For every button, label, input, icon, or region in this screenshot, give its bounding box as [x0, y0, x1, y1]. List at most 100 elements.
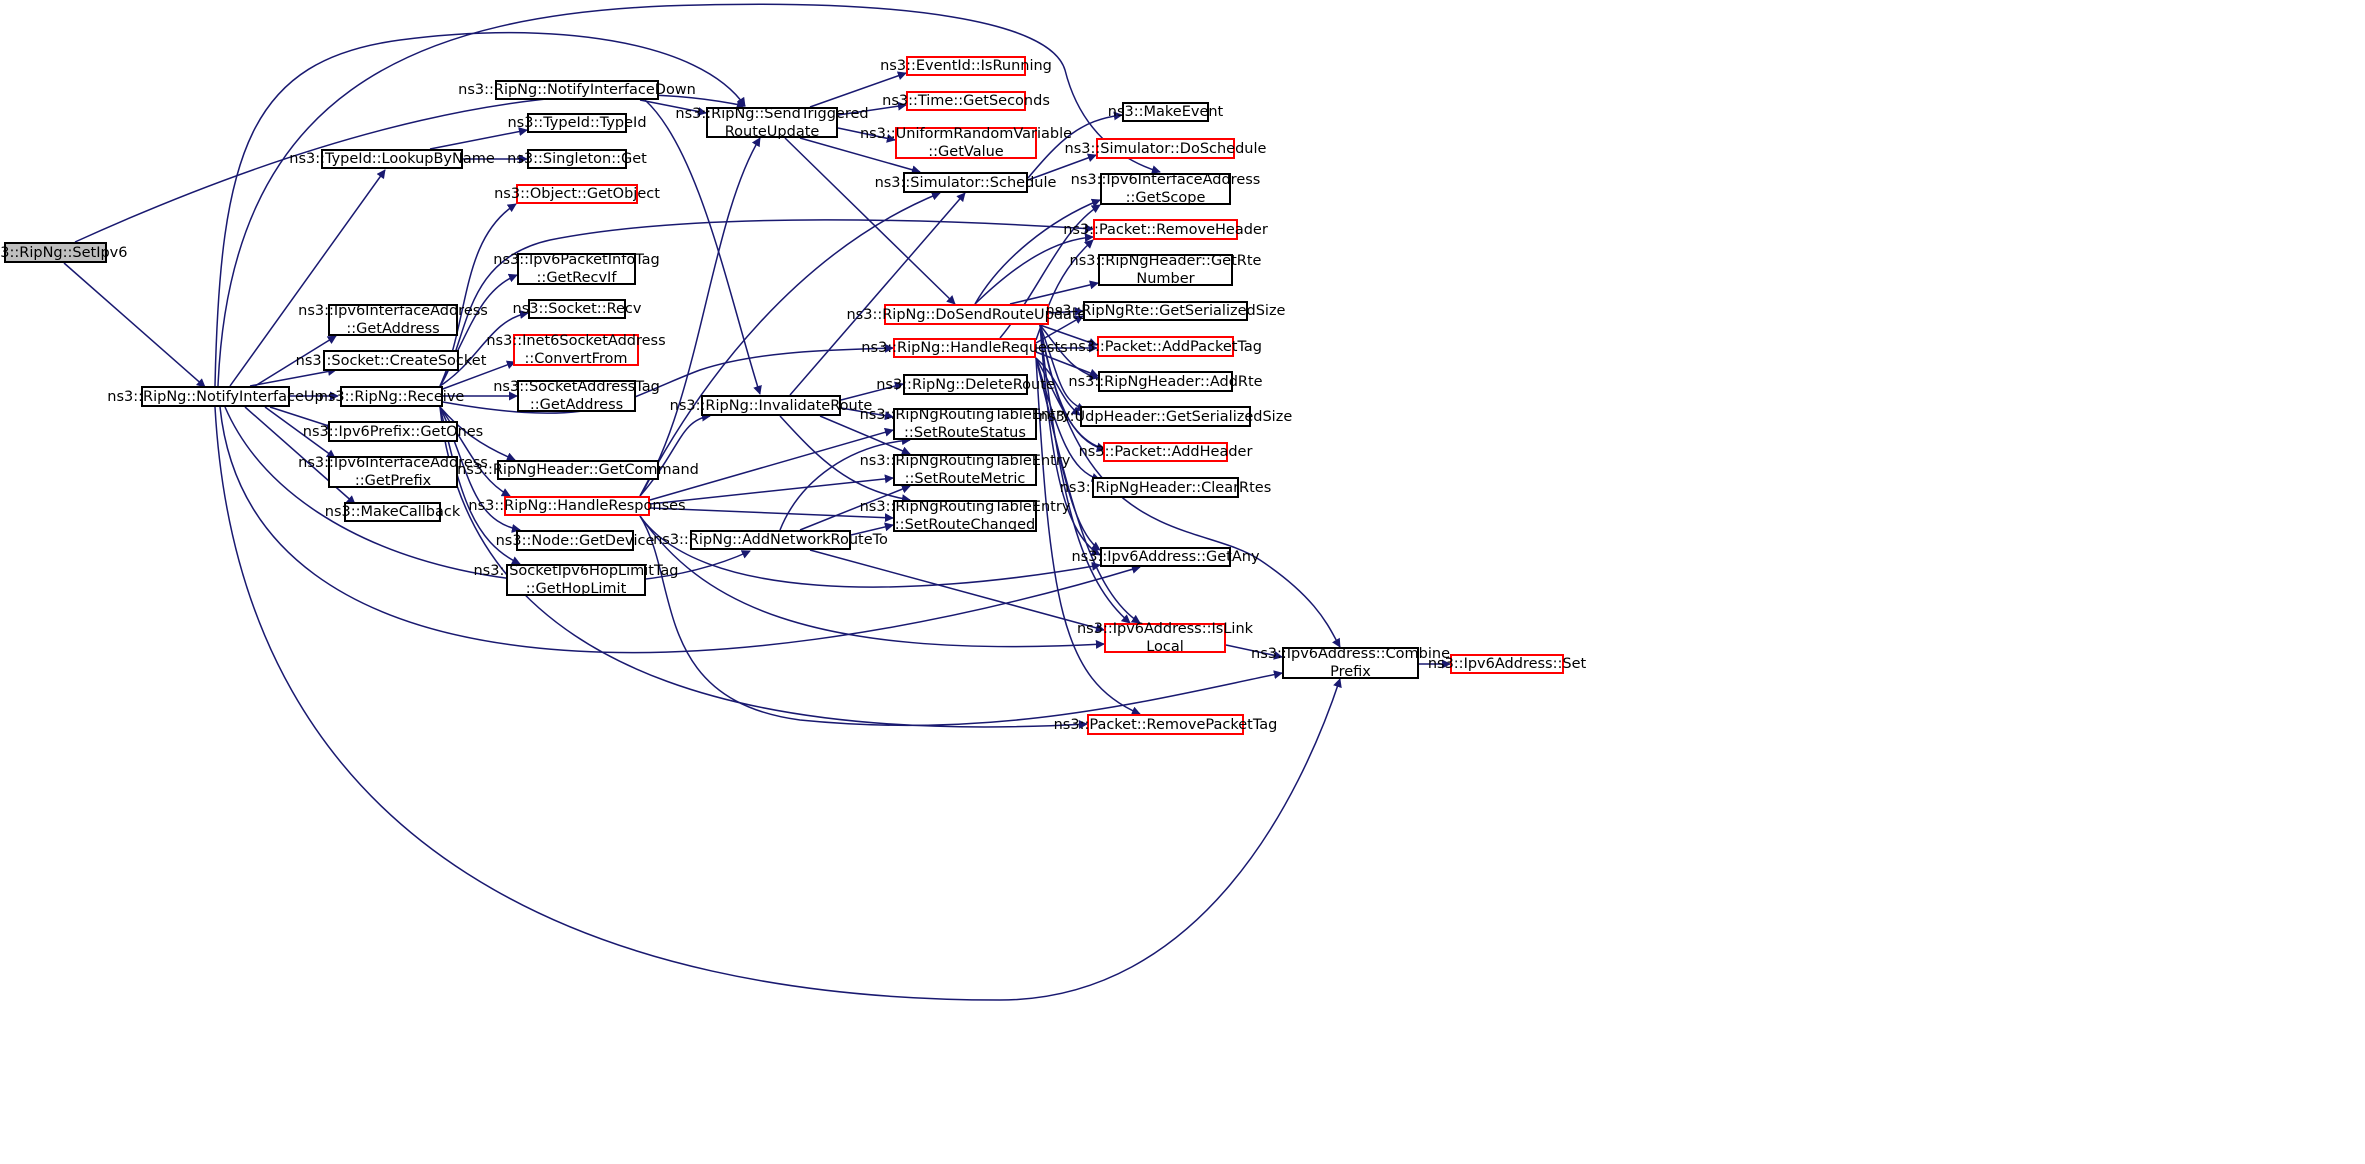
edge-notifyup-ipv6addr_combineprefix [214, 406, 1342, 1001]
node-time-getseconds[interactable]: ns3::Time::GetSeconds [882, 91, 1050, 111]
edge-notifydown-invalidateroute [644, 99, 762, 395]
node-socket-recv[interactable]: ns3::Socket::Recv [512, 299, 642, 319]
edge-handleresponses-setroutemetric [649, 474, 894, 505]
edge-dosendrouteupdate-ripngrte_getsersize [1048, 306, 1084, 316]
node-ipv6address-getany[interactable]: ns3::Ipv6Address::GetAny [1071, 547, 1260, 567]
node-makecallback[interactable]: ns3::MakeCallback [324, 502, 461, 522]
edge-handleresponses-sim_schedule [639, 191, 941, 497]
edge-sendtriggered-eventid_isrunning [809, 71, 907, 108]
edge-receive-packet_removepackettag [439, 406, 1088, 729]
node-ripngheader-addrte[interactable]: ns3::RipNgHeader::AddRte [1068, 371, 1263, 392]
edge-sendtriggered-sim_schedule [799, 137, 921, 175]
node-simulator-doschedule[interactable]: ns3::Simulator::DoSchedule [1065, 138, 1266, 159]
node-typeid-lookupbyname[interactable]: ns3::TypeId::LookupByName [289, 149, 495, 169]
node-socketaddresstag-getaddress[interactable]: ns3::SocketAddressTag ::GetAddress [493, 379, 660, 413]
node-ipv6address-combineprefix[interactable]: ns3::Ipv6Address::Combine Prefix [1251, 646, 1451, 680]
node-ripngroutingtableentry-setroutestatus[interactable]: ns3::RipNgRoutingTableEntry ::SetRouteSt… [859, 407, 1071, 441]
edge-handleresponses-invalidateroute [639, 412, 711, 497]
node-uniformrandomvariable-getvalue[interactable]: ns3::UniformRandomVariable ::GetValue [859, 126, 1073, 160]
edge-receive-handlerequests [442, 343, 894, 414]
node-socket-createsocket[interactable]: ns3::Socket::CreateSocket [296, 350, 486, 371]
node-inet6socketaddress-convertfrom[interactable]: ns3::Inet6SocketAddress ::ConvertFrom [486, 333, 666, 367]
node-packet-removepackettag[interactable]: ns3::Packet::RemovePacketTag [1054, 714, 1277, 735]
node-ripng-sendtriggeredrouteupdate[interactable]: ns3::RipNg::SendTriggered RouteUpdate [675, 105, 869, 140]
edge-invalidateroute-setroutechanged [779, 415, 911, 504]
node-makeevent[interactable]: ns3::MakeEvent [1107, 102, 1224, 122]
node-ipv6interfaceaddress-getaddress[interactable]: ns3::Ipv6InterfaceAddress ::GetAddress [298, 303, 488, 337]
edge-receive-socket_recv [439, 310, 529, 387]
edge-invalidateroute-setroutestatus [840, 407, 894, 421]
node-ipv6prefix-getones[interactable]: ns3::Ipv6Prefix::GetOnes [303, 421, 483, 442]
node-ipv6interfaceaddress-getscope[interactable]: ns3::Ipv6InterfaceAddress ::GetScope [1070, 172, 1261, 206]
node-ripng-invalidateroute[interactable]: ns3::RipNg::InvalidateRoute [670, 395, 872, 416]
node-eventid-isrunning[interactable]: ns3::EventId::IsRunning [880, 56, 1052, 76]
edge-dosendrouteupdate-ipv6addr_islinklocal [1039, 324, 1131, 624]
node-ripngheader-getrtenumber[interactable]: ns3::RipNgHeader::GetRte Number [1069, 253, 1262, 287]
node-ripng-dosendrouteupdate[interactable]: ns3::RipNg::DoSendRouteUpdate [846, 304, 1087, 325]
node-ripng-notifyinterfacedown[interactable]: ns3::RipNg::NotifyInterfaceDown [458, 80, 696, 100]
node-udpheader-getserializedsize[interactable]: ns3::UdpHeader::GetSerializedSize [1039, 406, 1292, 427]
node-packet-addheader[interactable]: ns3::Packet::AddHeader [1078, 442, 1253, 462]
node-node-getdevice[interactable]: ns3::Node::GetDevice [496, 530, 654, 551]
edge-receive-ripnghdr_getcommand [439, 406, 516, 461]
edge-addnetworkroute-ipv6addr_islinklocal [809, 549, 1105, 633]
edge-invalidateroute-setroutemetric [819, 415, 911, 455]
edge-handlerequests-udphdr_getsersize [1035, 357, 1081, 416]
node-ripng-deleteroute[interactable]: ns3::RipNg::DeleteRoute [876, 374, 1055, 395]
edge-handleresponses-ipv6addr_getany [639, 515, 1101, 588]
edge-notifyup-addnetworkroute [224, 406, 751, 584]
edge-handlerequests-ripnghdr_clearrtes [1035, 357, 1101, 482]
edge-dosendrouteupdate-udphdr_getsersize [1039, 324, 1086, 412]
node-ipv6interfaceaddress-getprefix[interactable]: ns3::Ipv6InterfaceAddress ::GetPrefix [298, 455, 488, 489]
edge-notifydown-sendtriggered [639, 99, 707, 116]
edge-sendtriggered-time_getseconds [837, 101, 907, 116]
node-ripngheader-getcommand[interactable]: ns3::RipNgHeader::GetCommand [457, 460, 699, 480]
edge-invalidateroute-sim_schedule [789, 192, 966, 396]
node-ipv6packetinfotag-getrecvif[interactable]: ns3::Ipv6PacketInfoTag ::GetRecvIf [493, 252, 660, 286]
node-ripng-notifyinterfaceup[interactable]: ns3::RipNg::NotifyInterfaceUp [107, 386, 324, 407]
edge-handleresponses-ipv6addr_islinklocal [639, 515, 1105, 649]
edge-notifyup-ipv6ifaddr_getscope [217, 3, 1161, 387]
edge-handleresponses-setroutestatus [649, 427, 894, 501]
node-ripng-receive[interactable]: ns3::RipNg::Receive [319, 386, 464, 407]
edge-notifyup-ipv6ifaddr_getprefix [264, 406, 336, 459]
node-ripngheader-clearrtes[interactable]: ns3::RipNgHeader::ClearRtes [1060, 477, 1271, 498]
edge-notifyup-ipv6addr_getany [219, 406, 1141, 654]
edge-dosendrouteupdate-packet_addpackettag [1039, 324, 1098, 347]
edge-handlerequests-packet_addheader [1035, 357, 1106, 452]
node-ripng-setipv6: ns3::RipNg::SetIpv6 [0, 242, 127, 263]
node-ripngroutingtableentry-setroutechanged[interactable]: ns3::RipNgRoutingTableEntry ::SetRouteCh… [859, 499, 1071, 533]
node-packet-addpackettag[interactable]: ns3::Packet::AddPacketTag [1069, 336, 1262, 357]
edge-handlerequests-packet_removepackettag [1035, 357, 1141, 715]
edge-addnetworkroute-setroutechanged [850, 522, 894, 536]
node-packet-removeheader[interactable]: ns3::Packet::RemoveHeader [1063, 219, 1268, 240]
edge-setipv6-notifyup [63, 262, 206, 388]
node-ripng-handlerequests[interactable]: ns3::RipNg::HandleRequests [861, 338, 1068, 358]
edge-islinklocal-combineprefix [1225, 644, 1283, 660]
node-ipv6address-set[interactable]: ns3::Ipv6Address::Set [1427, 654, 1587, 674]
node-ripngrte-getserializedsize[interactable]: ns3::RipNgRte::GetSerializedSize [1045, 301, 1286, 321]
node-ripng-handleresponses[interactable]: ns3::RipNg::HandleResponses [468, 496, 686, 516]
edge-addnetworkroute-setroutestatus [779, 436, 911, 531]
edge-dosendrouteupdate-ipv6addr_combineprefix [1039, 324, 1341, 648]
edge-handleresponses-sendtriggered [639, 137, 761, 497]
edge-receive-packet_removeheader [439, 219, 1094, 387]
node-object-getobject[interactable]: ns3::Object::GetObject [494, 184, 660, 204]
node-typeid-typeid[interactable]: ns3::TypeId::TypeId [507, 113, 647, 133]
edge-notifyup-sendtriggered [214, 31, 746, 387]
node-ripngroutingtableentry-setroutemetric[interactable]: ns3::RipNgRoutingTableEntry ::SetRouteMe… [859, 453, 1071, 487]
node-simulator-schedule[interactable]: ns3::Simulator::Schedule [875, 172, 1056, 193]
edge-dosendrouteupdate-ipv6ifaddr_getscope [974, 198, 1101, 305]
edge-handleresponses-setroutechanged [649, 507, 894, 523]
edge-handlerequests-ripngrte_getsersize [1035, 315, 1084, 344]
node-singleton-get[interactable]: ns3::Singleton::Get [507, 149, 647, 169]
node-ipv6address-islinklocal[interactable]: ns3::Ipv6Address::IsLink Local [1076, 621, 1254, 655]
edge-notifyup-socket_create [249, 367, 337, 387]
edge-receive-handleresponses [439, 406, 511, 497]
edge-invalidateroute-deleteroute [840, 381, 904, 401]
node-socketipv6hoplimittag-gethoplimit[interactable]: ns3::SocketIpv6HopLimitTag ::GetHopLimit [473, 563, 679, 597]
edge-sendtriggered-dosendrouteupdate [784, 137, 956, 305]
node-ripng-addnetworkrouteto[interactable]: ns3::RipNg::AddNetworkRouteTo [653, 530, 888, 550]
